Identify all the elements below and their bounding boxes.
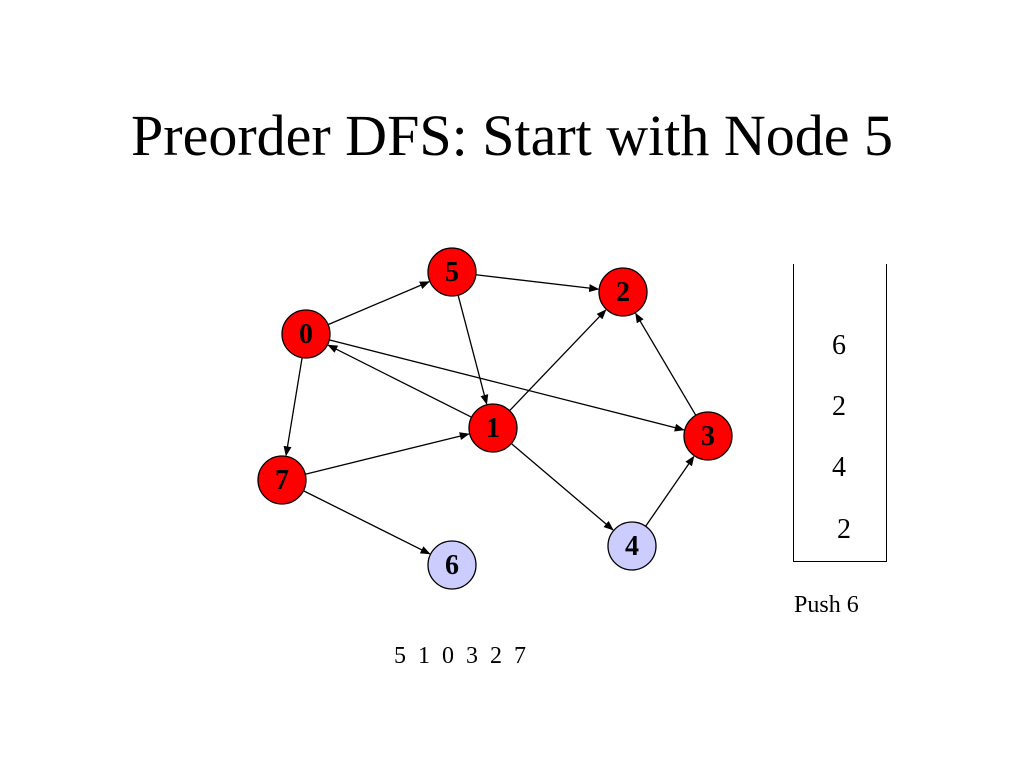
- edges-group: [283, 274, 697, 555]
- graph-node-7: 7: [257, 455, 307, 505]
- node-circle: [468, 403, 518, 453]
- stack-action-label: Push 6: [794, 592, 859, 618]
- edge-1-to-2: [509, 309, 607, 412]
- edge-0-to-5: [327, 281, 430, 326]
- edge-1-to-4: [510, 443, 614, 531]
- node-label: 6: [445, 550, 459, 581]
- node-circle: [683, 411, 733, 461]
- node-label: 4: [625, 531, 639, 562]
- node-label: 3: [701, 421, 715, 452]
- node-circle: [281, 309, 331, 359]
- edge-3-to-2: [635, 312, 697, 416]
- graph-node-1: 1: [468, 403, 518, 453]
- node-label: 7: [275, 465, 289, 496]
- graph-node-0: 0: [281, 309, 331, 359]
- graph-node-5: 5: [427, 247, 477, 297]
- node-circle: [257, 455, 307, 505]
- node-circle: [598, 267, 648, 317]
- node-circle: [427, 540, 477, 590]
- graph-node-2: 2: [598, 267, 648, 317]
- slide-title: Preorder DFS: Start with Node 5: [131, 103, 893, 168]
- stack-container: 6 2 4 2: [793, 264, 887, 562]
- nodes-group: 5 2 0 1 3 7 4 6: [257, 247, 733, 590]
- edge-5-to-1: [457, 295, 489, 405]
- visit-order-label: 5 1 0 3 2 7: [394, 643, 526, 669]
- stack-item: 4: [832, 452, 846, 483]
- edge-1-to-0: [327, 344, 472, 418]
- node-label: 1: [486, 413, 500, 444]
- node-circle: [427, 247, 477, 297]
- stack-item: 2: [832, 391, 846, 422]
- graph-node-3: 3: [683, 411, 733, 461]
- node-label: 0: [299, 319, 313, 350]
- node-label: 2: [616, 277, 630, 308]
- node-label: 5: [445, 257, 459, 288]
- edge-4-to-3: [645, 455, 695, 527]
- stack-item: 6: [832, 330, 846, 361]
- edge-0-to-3: [329, 339, 685, 432]
- node-circle: [607, 521, 657, 571]
- graph-node-4: 4: [607, 521, 657, 571]
- stack-item: 2: [837, 514, 851, 545]
- edge-7-to-6: [303, 490, 431, 555]
- edge-7-to-1: [305, 432, 470, 475]
- edge-5-to-2: [475, 274, 600, 293]
- graph-node-6: 6: [427, 540, 477, 590]
- edge-0-to-7: [283, 357, 303, 457]
